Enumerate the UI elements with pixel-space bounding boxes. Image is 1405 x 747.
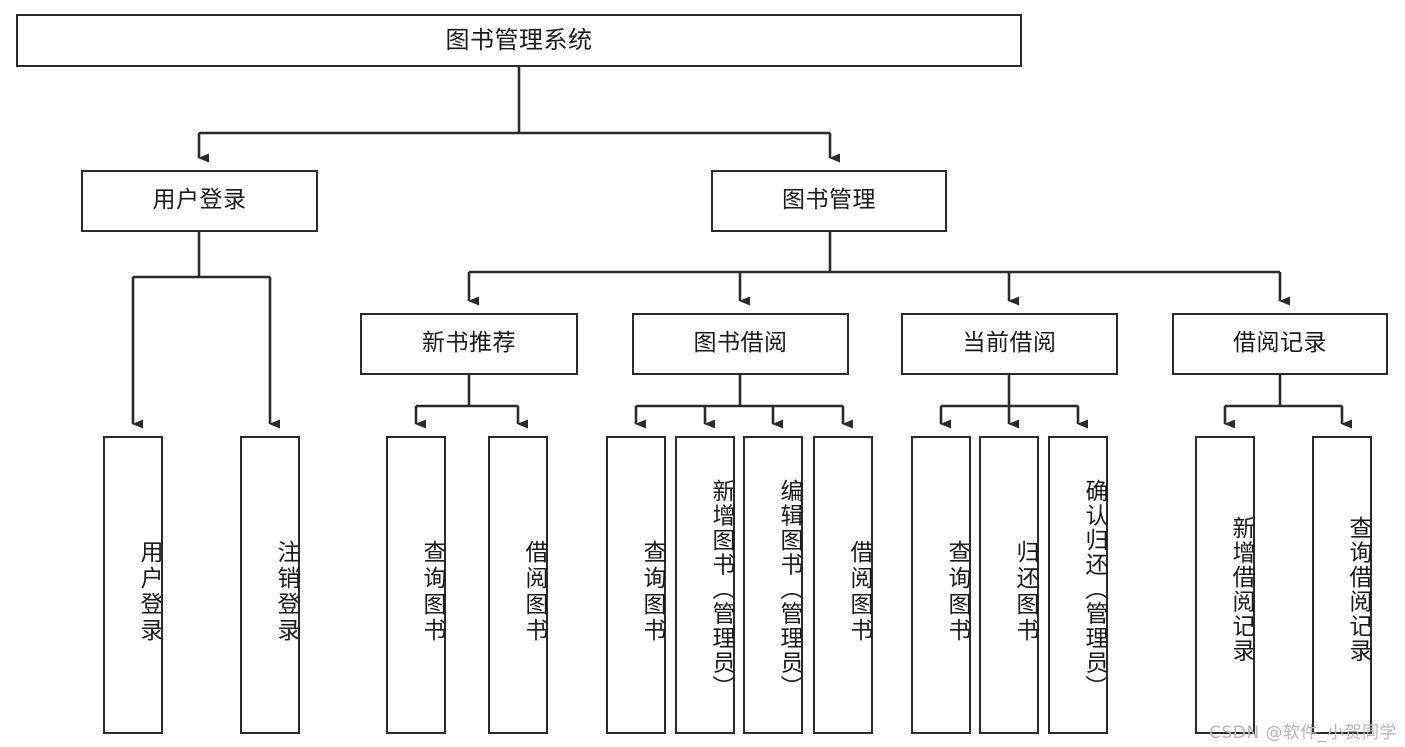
node-label: 新书推荐 xyxy=(422,330,516,357)
node-label: 新增图书（管理员） xyxy=(708,478,734,700)
node-root-book-management-system[interactable]: 图书管理系统 xyxy=(16,14,1022,67)
node-label: 当前借阅 xyxy=(962,330,1057,357)
node-label: 图书借阅 xyxy=(693,330,788,357)
node-leaf-query-book-3[interactable]: 查询图书 xyxy=(911,436,971,734)
node-leaf-query-borrow-record[interactable]: 查询借阅记录 xyxy=(1312,436,1372,734)
node-label: 确认归还（管理员） xyxy=(1081,478,1107,700)
node-new-book-recommend[interactable]: 新书推荐 xyxy=(360,313,578,375)
node-leaf-logout-login[interactable]: 注销登录 xyxy=(240,436,300,734)
node-label: 查询借阅记录 xyxy=(1345,515,1371,663)
node-label: 借阅图书 xyxy=(521,540,547,644)
node-leaf-query-book-1[interactable]: 查询图书 xyxy=(386,436,446,734)
node-label: 注销登录 xyxy=(273,540,299,644)
node-label: 查询图书 xyxy=(419,540,445,644)
node-label: 借阅记录 xyxy=(1233,330,1327,357)
node-label: 新增借阅记录 xyxy=(1228,515,1254,663)
node-label: 借阅图书 xyxy=(846,540,872,644)
node-user-login[interactable]: 用户登录 xyxy=(81,170,318,232)
node-leaf-return-book[interactable]: 归还图书 xyxy=(979,436,1039,734)
node-leaf-query-book-2[interactable]: 查询图书 xyxy=(606,436,666,734)
node-label: 用户登录 xyxy=(152,187,247,214)
node-book-management[interactable]: 图书管理 xyxy=(711,170,947,232)
node-label: 用户登录 xyxy=(136,540,162,644)
node-leaf-add-borrow-record[interactable]: 新增借阅记录 xyxy=(1195,436,1255,734)
node-label: 图书管理系统 xyxy=(445,26,593,55)
node-leaf-confirm-return[interactable]: 确认归还（管理员） xyxy=(1048,436,1108,734)
node-leaf-user-login[interactable]: 用户登录 xyxy=(103,436,163,734)
node-leaf-borrow-book-1[interactable]: 借阅图书 xyxy=(488,436,548,734)
node-borrow-record[interactable]: 借阅记录 xyxy=(1172,313,1388,375)
node-label: 查询图书 xyxy=(944,540,970,644)
node-label: 归还图书 xyxy=(1012,540,1038,644)
node-leaf-edit-book[interactable]: 编辑图书（管理员） xyxy=(743,436,803,734)
node-label: 编辑图书（管理员） xyxy=(776,478,802,700)
node-book-borrow[interactable]: 图书借阅 xyxy=(632,313,849,375)
node-label: 查询图书 xyxy=(639,540,665,644)
csdn-watermark: CSDN @软件_小贺同学 xyxy=(1209,723,1397,743)
node-label: 图书管理 xyxy=(782,187,876,214)
node-leaf-borrow-book-2[interactable]: 借阅图书 xyxy=(813,436,873,734)
node-leaf-add-book[interactable]: 新增图书（管理员） xyxy=(675,436,735,734)
node-current-borrow[interactable]: 当前借阅 xyxy=(901,313,1118,375)
